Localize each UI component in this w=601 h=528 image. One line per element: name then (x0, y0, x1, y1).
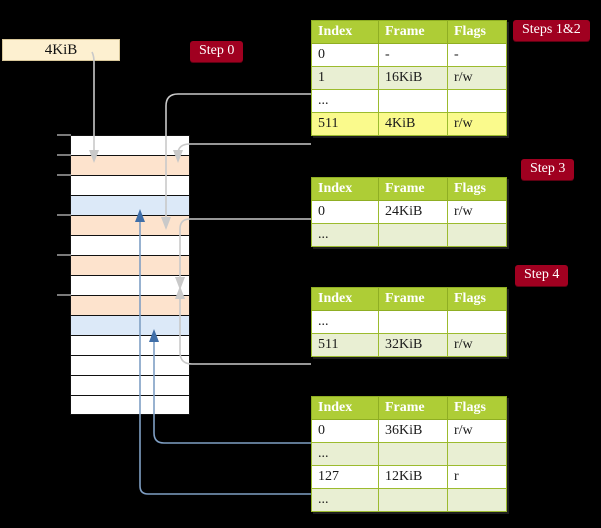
physical-memory-column (70, 135, 190, 415)
cell-index: 127 (311, 465, 379, 489)
wire-l2-entry511 (179, 298, 311, 365)
memory-frame-row (70, 335, 190, 355)
step0-text: Step 0 (199, 43, 235, 58)
table-row: ... (311, 442, 507, 466)
memory-frame-row (70, 215, 190, 235)
memory-frame-row (70, 295, 190, 315)
memory-frame-row (70, 315, 190, 335)
cell-index: 1 (311, 66, 379, 90)
cell-index: 511 (311, 112, 379, 136)
cell-index: 0 (311, 43, 379, 67)
cell-frame (378, 310, 448, 334)
memory-frame-row (70, 175, 190, 195)
cell-index: ... (311, 442, 379, 466)
memory-frame-row (70, 395, 190, 415)
cell-index: ... (311, 310, 379, 334)
memory-frame-row (70, 275, 190, 295)
memory-tick-3 (57, 214, 71, 216)
cell-flags (447, 223, 507, 247)
memory-frame-row (70, 255, 190, 275)
cell-frame: - (378, 43, 448, 67)
cell-flags: r/w (447, 419, 507, 443)
cell-flags: r/w (447, 66, 507, 90)
cell-flags: r (447, 465, 507, 489)
cell-flags (447, 442, 507, 466)
memory-frame-row (70, 155, 190, 175)
memory-frame-row (70, 135, 190, 155)
column-header-flags: Flags (447, 20, 507, 44)
steps12-text: Steps 1&2 (522, 22, 581, 37)
table-row: ... (311, 89, 507, 113)
memory-tick-4 (57, 254, 71, 256)
step3-text: Step 3 (530, 161, 566, 176)
cell-frame (378, 442, 448, 466)
column-header-frame: Frame (378, 287, 448, 311)
cell-index: 511 (311, 333, 379, 357)
table-row: ... (311, 223, 507, 247)
step4-text: Step 4 (524, 267, 560, 282)
column-header-flags: Flags (447, 287, 507, 311)
memory-frame-row (70, 375, 190, 395)
cell-index: ... (311, 223, 379, 247)
table-row: ... (311, 310, 507, 334)
table-row: 0-- (311, 43, 507, 67)
column-header-index: Index (311, 177, 379, 201)
memory-tick-1 (57, 154, 71, 156)
cell-frame: 24KiB (378, 200, 448, 224)
cell-flags (447, 310, 507, 334)
source-page-box: 4KiB (2, 39, 120, 61)
column-header-flags: Flags (447, 396, 507, 420)
cell-frame: 16KiB (378, 66, 448, 90)
cell-flags: - (447, 43, 507, 67)
cell-flags (447, 488, 507, 512)
cell-frame (378, 223, 448, 247)
cell-index: ... (311, 89, 379, 113)
cell-frame: 12KiB (378, 465, 448, 489)
memory-tick-2 (57, 174, 71, 176)
column-header-frame: Frame (378, 20, 448, 44)
memory-tick-0 (57, 134, 71, 136)
memory-frame-row (70, 235, 190, 255)
column-header-frame: Frame (378, 177, 448, 201)
column-header-frame: Frame (378, 396, 448, 420)
step-label-step0: Step 0 (190, 41, 244, 62)
source-page-label: 4KiB (44, 42, 78, 58)
column-header-index: Index (311, 20, 379, 44)
column-header-index: Index (311, 287, 379, 311)
step-label-step4: Step 4 (515, 265, 569, 286)
cell-frame: 4KiB (378, 112, 448, 136)
cell-frame: 36KiB (378, 419, 448, 443)
column-header-index: Index (311, 396, 379, 420)
wire-l3-entry0 (179, 218, 311, 278)
cell-index: ... (311, 488, 379, 512)
cell-frame: 32KiB (378, 333, 448, 357)
cell-flags: r/w (447, 333, 507, 357)
step-label-steps12: Steps 1&2 (513, 20, 590, 41)
memory-tick-5 (57, 294, 71, 296)
memory-frame-row (70, 355, 190, 375)
cell-index: 0 (311, 200, 379, 224)
column-header-flags: Flags (447, 177, 507, 201)
cell-index: 0 (311, 419, 379, 443)
cell-frame (378, 89, 448, 113)
cell-flags (447, 89, 507, 113)
cell-frame (378, 488, 448, 512)
cell-flags: r/w (447, 200, 507, 224)
step-label-step3: Step 3 (521, 159, 575, 180)
cell-flags: r/w (447, 112, 507, 136)
memory-frame-row (70, 195, 190, 215)
table-row: ... (311, 488, 507, 512)
